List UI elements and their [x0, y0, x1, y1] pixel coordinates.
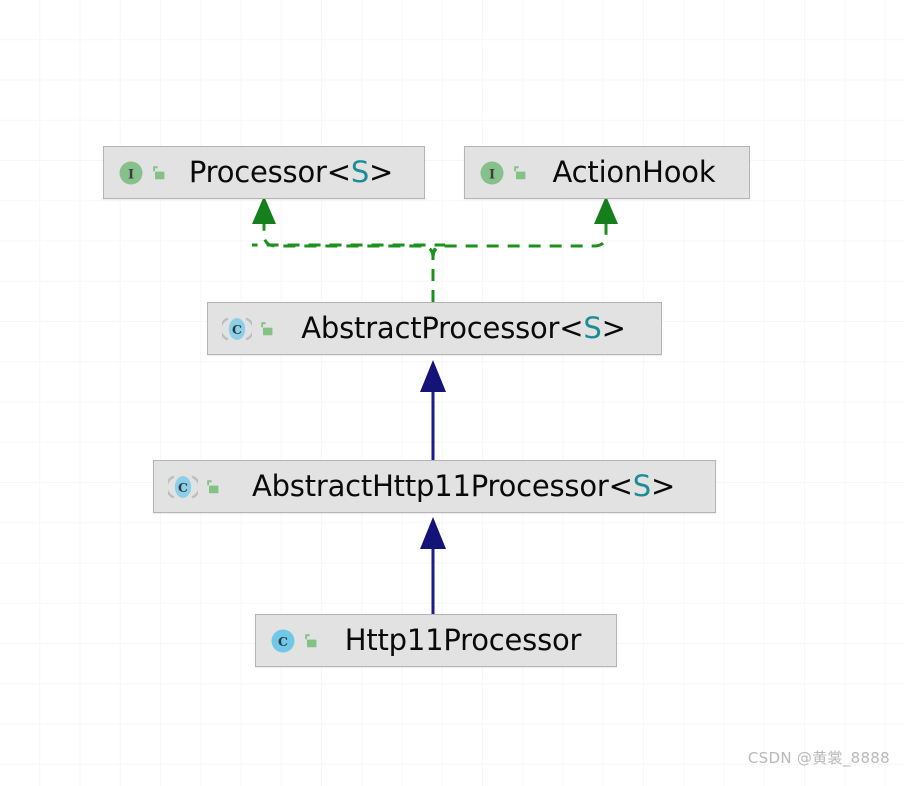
generic-param-text: S	[632, 469, 651, 503]
class-node-label: ActionHook	[533, 158, 749, 187]
class-name-text: Processor	[188, 155, 327, 189]
generic-close: >	[369, 155, 394, 189]
node-icons: C	[154, 473, 226, 501]
realization-arrowhead-processor	[252, 196, 276, 224]
generic-param-text: S	[350, 155, 370, 189]
watermark-text: CSDN @黄裳_8888	[747, 749, 890, 767]
generic-close: >	[650, 469, 676, 503]
class-name-text: AbstractHttp11Processor	[251, 469, 609, 503]
generic-param-text: S	[583, 311, 602, 345]
generic-open: <	[326, 155, 351, 189]
svg-text:C: C	[232, 322, 242, 337]
edge-abstractprocessor-actionhook	[431, 196, 618, 302]
class-node-label: Http11Processor	[324, 626, 616, 655]
node-icons: I	[465, 160, 533, 186]
class-node-label: AbstractProcessor<S>	[280, 314, 661, 343]
class-node-http11-processor[interactable]: C Http11Processor	[255, 614, 617, 667]
class-node-label: Processor<S>	[172, 158, 424, 187]
interface-icon: I	[480, 161, 504, 184]
abstract-class-icon: C	[222, 317, 252, 340]
edge-abstractprocessor-processor	[252, 196, 446, 302]
generalization-arrowhead-abstractprocessor	[420, 360, 446, 392]
class-node-action-hook[interactable]: I ActionHook	[464, 146, 750, 199]
unlock-icon	[261, 321, 273, 335]
class-name-text: AbstractProcessor	[301, 311, 560, 345]
unlock-icon	[207, 479, 219, 493]
class-node-processor[interactable]: I Processor<S>	[103, 146, 425, 199]
generic-open: <	[608, 469, 633, 503]
svg-text:C: C	[178, 480, 188, 495]
abstract-class-icon: C	[168, 475, 198, 498]
node-icons: I	[104, 160, 172, 186]
class-name-text: ActionHook	[552, 155, 716, 189]
generic-close: >	[601, 311, 626, 345]
class-name-text: Http11Processor	[344, 623, 582, 657]
generic-open: <	[559, 311, 584, 345]
class-icon: C	[271, 629, 295, 652]
unlock-icon	[514, 165, 526, 179]
svg-text:C: C	[278, 634, 288, 649]
node-icons: C	[256, 628, 324, 654]
node-icons: C	[208, 315, 280, 343]
edge-http11-abstracthttp11	[420, 517, 446, 614]
svg-text:I: I	[128, 167, 134, 182]
edge-abstracthttp11-abstractprocessor	[420, 360, 446, 460]
unlock-icon	[305, 633, 317, 647]
interface-icon: I	[119, 161, 143, 184]
class-node-label: AbstractHttp11Processor<S>	[226, 472, 715, 501]
generalization-arrowhead-abstracthttp11	[420, 517, 446, 549]
class-node-abstract-http11-processor[interactable]: C AbstractHttp11Processor<S>	[153, 460, 716, 513]
unlock-icon	[153, 165, 165, 179]
class-node-abstract-processor[interactable]: C AbstractProcessor<S>	[207, 302, 662, 355]
realization-arrowhead-actionhook	[594, 196, 618, 224]
svg-text:I: I	[489, 167, 495, 182]
